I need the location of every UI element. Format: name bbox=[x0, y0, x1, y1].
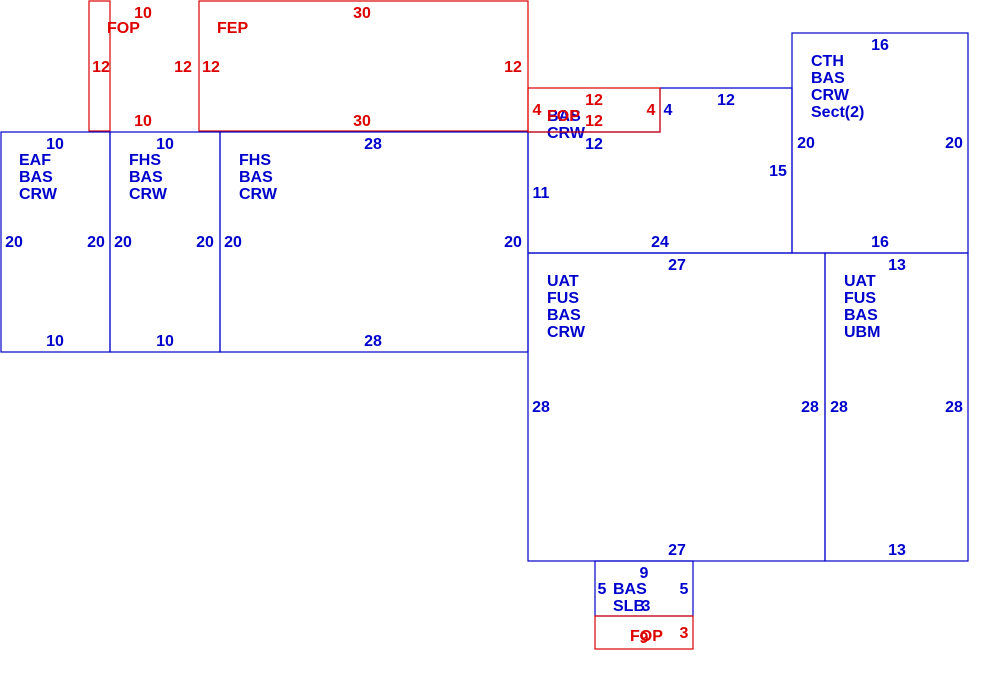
section-code: FUS bbox=[547, 290, 579, 307]
section-code: CRW bbox=[129, 186, 168, 203]
section-code: BAS bbox=[811, 70, 845, 87]
dimension-label: 3 bbox=[642, 598, 651, 615]
dimension-label: 20 bbox=[87, 234, 105, 251]
dimension-label: 10 bbox=[134, 113, 152, 130]
section-fop-small: FOP 12 4 12 4 bbox=[527, 87, 661, 133]
dimension-label: 12 bbox=[585, 136, 603, 153]
section-code: FOP bbox=[547, 108, 580, 125]
section-code: Sect(2) bbox=[811, 104, 864, 121]
dimension-label: 20 bbox=[196, 234, 214, 251]
dimension-label: 28 bbox=[945, 399, 963, 416]
dimension-label: 20 bbox=[114, 234, 132, 251]
dimension-label: 28 bbox=[830, 399, 848, 416]
dimension-label: 12 bbox=[92, 59, 110, 76]
dimension-label: 20 bbox=[224, 234, 242, 251]
section-code: CRW bbox=[547, 125, 586, 142]
section-code: FUS bbox=[844, 290, 876, 307]
section-code: UAT bbox=[547, 273, 579, 290]
dimension-label: 28 bbox=[532, 399, 550, 416]
section-code: BAS bbox=[547, 108, 581, 125]
dimension-label: 10 bbox=[156, 136, 174, 153]
section-code: FEP bbox=[217, 20, 248, 37]
section-code: FHS bbox=[239, 152, 271, 169]
dimension-label: 9 bbox=[640, 565, 649, 582]
section-code: BAS bbox=[547, 307, 581, 324]
dimension-label: 20 bbox=[504, 234, 522, 251]
section-outline bbox=[527, 87, 661, 133]
section-outline bbox=[824, 252, 969, 562]
section-fep: FEP 30 12 30 12 bbox=[198, 0, 529, 132]
section-code: EAF bbox=[19, 152, 51, 169]
dimension-label: 5 bbox=[598, 581, 607, 598]
dimension-label: 30 bbox=[353, 113, 371, 130]
dimension-label: 13 bbox=[888, 542, 906, 559]
dimension-label: 4 bbox=[647, 102, 656, 119]
dimension-label: 10 bbox=[46, 136, 64, 153]
section-code: BAS bbox=[844, 307, 878, 324]
dimension-label: 5 bbox=[680, 581, 689, 598]
section-outline bbox=[198, 0, 529, 132]
section-code: CRW bbox=[239, 186, 278, 203]
section-code: FHS bbox=[129, 152, 161, 169]
section-code: CTH bbox=[811, 53, 844, 70]
section-code: CRW bbox=[547, 324, 586, 341]
section-code: BAS bbox=[239, 169, 273, 186]
dimension-label: 4 bbox=[533, 102, 542, 119]
dimension-label: 27 bbox=[668, 257, 686, 274]
dimension-label: 16 bbox=[871, 234, 889, 251]
dimension-label: 16 bbox=[871, 37, 889, 54]
section-code: FOP bbox=[107, 20, 140, 37]
section-code: BAS bbox=[19, 169, 53, 186]
section-outline bbox=[88, 0, 111, 132]
dimension-label: 13 bbox=[888, 257, 906, 274]
dimension-label: 20 bbox=[5, 234, 23, 251]
dimension-label: 28 bbox=[801, 399, 819, 416]
dimension-label: 9 bbox=[640, 630, 649, 647]
section-code: FOP bbox=[630, 628, 663, 645]
section-code: BAS bbox=[129, 169, 163, 186]
section-code: CRW bbox=[19, 186, 58, 203]
dimension-label: 20 bbox=[945, 135, 963, 152]
dimension-label: 10 bbox=[156, 333, 174, 350]
dimension-label: 4 bbox=[664, 102, 673, 119]
dimension-label: 12 bbox=[504, 59, 522, 76]
dimension-label: 28 bbox=[364, 333, 382, 350]
section-code: CRW bbox=[811, 87, 850, 104]
dimension-label: 20 bbox=[797, 135, 815, 152]
section-code: UBM bbox=[844, 324, 880, 341]
dimension-label: 15 bbox=[769, 163, 787, 180]
section-code: BAS bbox=[613, 581, 647, 598]
dimension-label: 10 bbox=[46, 333, 64, 350]
dimension-label: 12 bbox=[202, 59, 220, 76]
section-code: UAT bbox=[844, 273, 876, 290]
dimension-label: 11 bbox=[533, 185, 550, 202]
section-outline bbox=[594, 615, 694, 650]
section-code: SLB bbox=[613, 598, 645, 615]
dimension-label: 3 bbox=[680, 625, 689, 642]
dimension-label: 12 bbox=[585, 92, 603, 109]
dimension-label: 12 bbox=[717, 92, 735, 109]
dimension-label: 30 bbox=[353, 5, 371, 22]
dimension-label: 28 bbox=[364, 136, 382, 153]
dimension-label: 10 bbox=[134, 5, 152, 22]
dimension-label: 24 bbox=[651, 234, 669, 251]
dimension-label: 12 bbox=[585, 113, 603, 130]
dimension-label: 12 bbox=[174, 59, 192, 76]
dimension-label: 27 bbox=[668, 542, 686, 559]
